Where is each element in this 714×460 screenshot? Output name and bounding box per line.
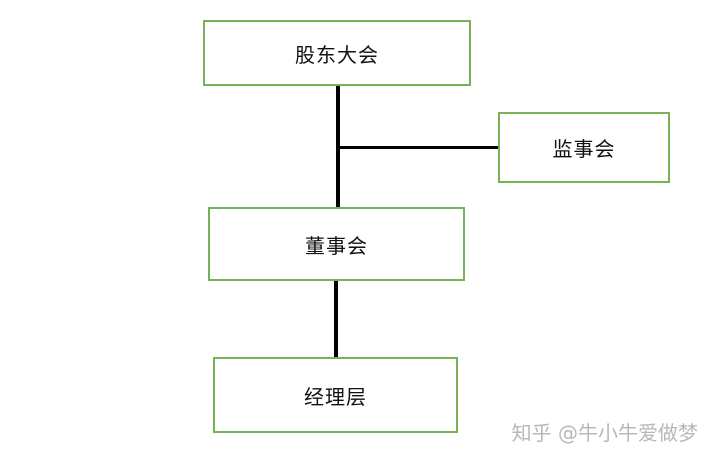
connector-board-management bbox=[334, 281, 338, 357]
node-supervisors-label: 监事会 bbox=[552, 137, 616, 161]
watermark: 知乎 @牛小牛爱做梦 bbox=[511, 421, 698, 445]
node-management-label: 经理层 bbox=[304, 384, 367, 409]
node-board-of-directors: 董事会 bbox=[208, 207, 465, 281]
node-supervisory-board: 监事会 bbox=[498, 112, 670, 183]
node-shareholders-label: 股东大会 bbox=[295, 42, 379, 67]
connector-to-supervisors bbox=[340, 146, 498, 149]
connector-shareholders-board bbox=[336, 86, 340, 207]
node-board-label: 董事会 bbox=[305, 233, 368, 258]
node-shareholders-meeting: 股东大会 bbox=[203, 20, 471, 86]
node-management: 经理层 bbox=[213, 357, 458, 433]
